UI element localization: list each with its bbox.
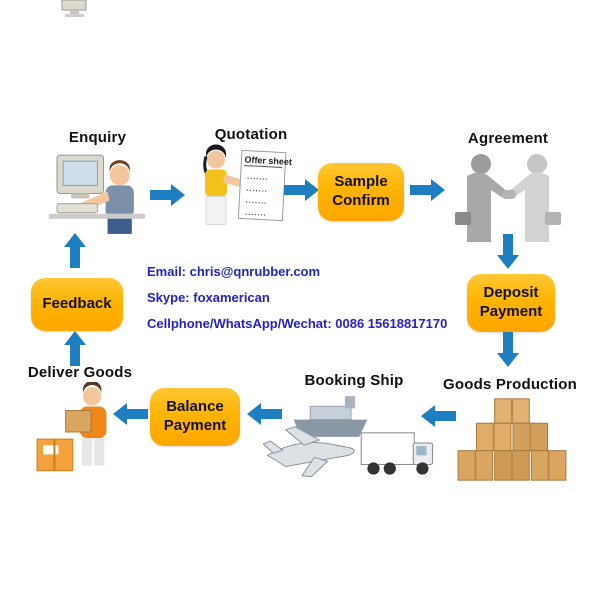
deliver-goods-label: Deliver Goods	[27, 364, 133, 381]
arrow-deliver-to-feedback-icon	[63, 330, 87, 366]
feedback-box: Feedback	[31, 278, 123, 331]
arrow-enquiry-to-quotation-icon	[150, 183, 186, 207]
contact-info: Email: chris@qnrubber.com Skype: foxamer…	[147, 264, 447, 342]
arrow-goods-to-booking-icon	[420, 404, 456, 428]
agreement-label: Agreement	[467, 130, 549, 147]
contact-skype: Skype: foxamerican	[147, 290, 270, 305]
booking-ship-label: Booking Ship	[304, 372, 404, 389]
balance-payment-label: Balance Payment	[163, 398, 227, 434]
enquiry-illustration	[48, 147, 156, 243]
svg-text:.......: .......	[245, 194, 267, 207]
goods-production-label: Goods Production	[442, 376, 578, 393]
offer-sheet-title: Offer sheet	[244, 155, 292, 167]
arrow-sample-to-agreement-icon	[410, 178, 446, 202]
deposit-payment-label: Deposit Payment	[479, 284, 543, 320]
arrow-quotation-to-sample-icon	[284, 178, 320, 202]
svg-text:.......: .......	[246, 170, 268, 183]
arrow-deposit-to-goods-icon	[496, 332, 520, 368]
cropped-monitor-icon	[58, 0, 92, 20]
goods-production-illustration	[452, 396, 574, 484]
contact-cellphone: Cellphone/WhatsApp/Wechat: 0086 15618817…	[147, 316, 448, 331]
enquiry-label: Enquiry	[68, 129, 127, 146]
agreement-illustration	[452, 148, 564, 248]
contact-email: Email: chris@qnrubber.com	[147, 264, 321, 279]
deposit-payment-box: Deposit Payment	[467, 274, 555, 332]
arrow-feedback-to-enquiry-icon	[63, 232, 87, 268]
quotation-label: Quotation	[214, 126, 288, 143]
arrow-balance-to-deliver-icon	[112, 402, 148, 426]
sample-confirm-box: Sample Confirm	[318, 163, 404, 221]
balance-payment-box: Balance Payment	[150, 388, 240, 446]
feedback-label: Feedback	[42, 295, 112, 313]
svg-text:.......: .......	[244, 206, 266, 219]
svg-text:.......: .......	[246, 182, 268, 195]
arrow-booking-to-balance-icon	[246, 402, 282, 426]
deliver-goods-illustration	[32, 380, 136, 484]
quotation-illustration: Offer sheet ....... ....... ....... ....…	[192, 143, 292, 239]
arrow-agreement-to-deposit-icon	[496, 234, 520, 270]
booking-ship-illustration	[262, 390, 438, 492]
sample-confirm-label: Sample Confirm	[332, 173, 390, 209]
